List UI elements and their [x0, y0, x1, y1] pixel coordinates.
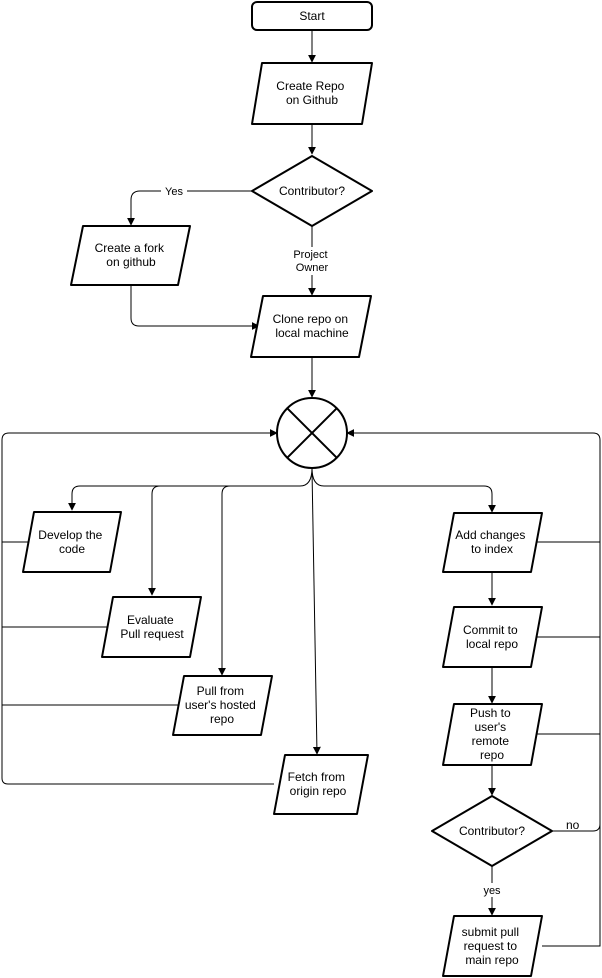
node-label: Pull from user's hosted repo — [185, 684, 259, 726]
node-label: Commit to local repo — [463, 623, 521, 651]
edge-label-yes-submit: yes — [483, 885, 501, 897]
edge-labels: Yes Project Owner no yes — [161, 184, 580, 897]
node-create-repo[interactable]: Create Repo on Github — [251, 62, 373, 125]
node-contributor-decision-2[interactable]: Contributor? — [431, 795, 553, 867]
node-submit-pr[interactable]: submit pull request to main repo — [442, 915, 543, 977]
node-label: Create Repo on Github — [276, 79, 347, 107]
node-label: Push to user's remote repo — [470, 706, 514, 762]
node-pull-hosted[interactable]: Pull from user's hosted repo — [172, 675, 273, 736]
node-label: Create a fork on github — [95, 241, 168, 269]
node-label: Start — [299, 9, 325, 23]
node-label: Fetch from origin repo — [288, 770, 349, 798]
node-label: submit pull request to main repo — [462, 925, 523, 967]
node-label: Evaluate Pull request — [120, 613, 184, 641]
edge-right-loop-return — [346, 429, 601, 947]
edge-label-no: no — [566, 818, 580, 832]
node-add-changes[interactable]: Add changes to index — [442, 512, 543, 573]
edge-merge-to-develop — [68, 467, 313, 511]
node-commit-local[interactable]: Commit to local repo — [442, 606, 543, 668]
node-label: Contributor? — [459, 824, 525, 838]
edge-merge-to-evaluate — [148, 485, 161, 596]
edge-contributor2-no-to-loop — [552, 823, 601, 832]
node-clone-repo[interactable]: Clone repo on local machine — [250, 295, 372, 358]
edge-merge-to-fetch — [311, 469, 321, 755]
edge-label-project-owner: Project Owner — [293, 249, 330, 274]
node-create-fork[interactable]: Create a fork on github — [70, 225, 191, 286]
nodes: Start Create Repo on Github Contributor?… — [22, 1, 553, 977]
edge-merge-to-pull — [218, 485, 231, 676]
node-label: Develop the code — [38, 528, 105, 556]
node-fetch-origin[interactable]: Fetch from origin repo — [273, 754, 369, 815]
edge-left-loop-return — [1, 429, 278, 785]
node-evaluate-pr[interactable]: Evaluate Pull request — [101, 596, 202, 658]
edges — [1, 30, 601, 947]
node-push-remote[interactable]: Push to user's remote repo — [442, 703, 543, 766]
edge-merge-to-add — [311, 467, 496, 513]
node-develop-code[interactable]: Develop the code — [22, 511, 122, 573]
edge-contributor-yes-to-fork — [127, 190, 252, 226]
node-merge-junction[interactable] — [276, 397, 348, 469]
edge-label-yes-fork: Yes — [165, 186, 183, 198]
node-start[interactable]: Start — [251, 1, 373, 31]
node-label: Clone repo on local machine — [273, 312, 352, 340]
node-label: Add changes to index — [455, 528, 528, 556]
node-label: Contributor? — [279, 184, 345, 198]
edge-fork-to-clone — [130, 285, 260, 330]
node-contributor-decision[interactable]: Contributor? — [251, 155, 373, 227]
